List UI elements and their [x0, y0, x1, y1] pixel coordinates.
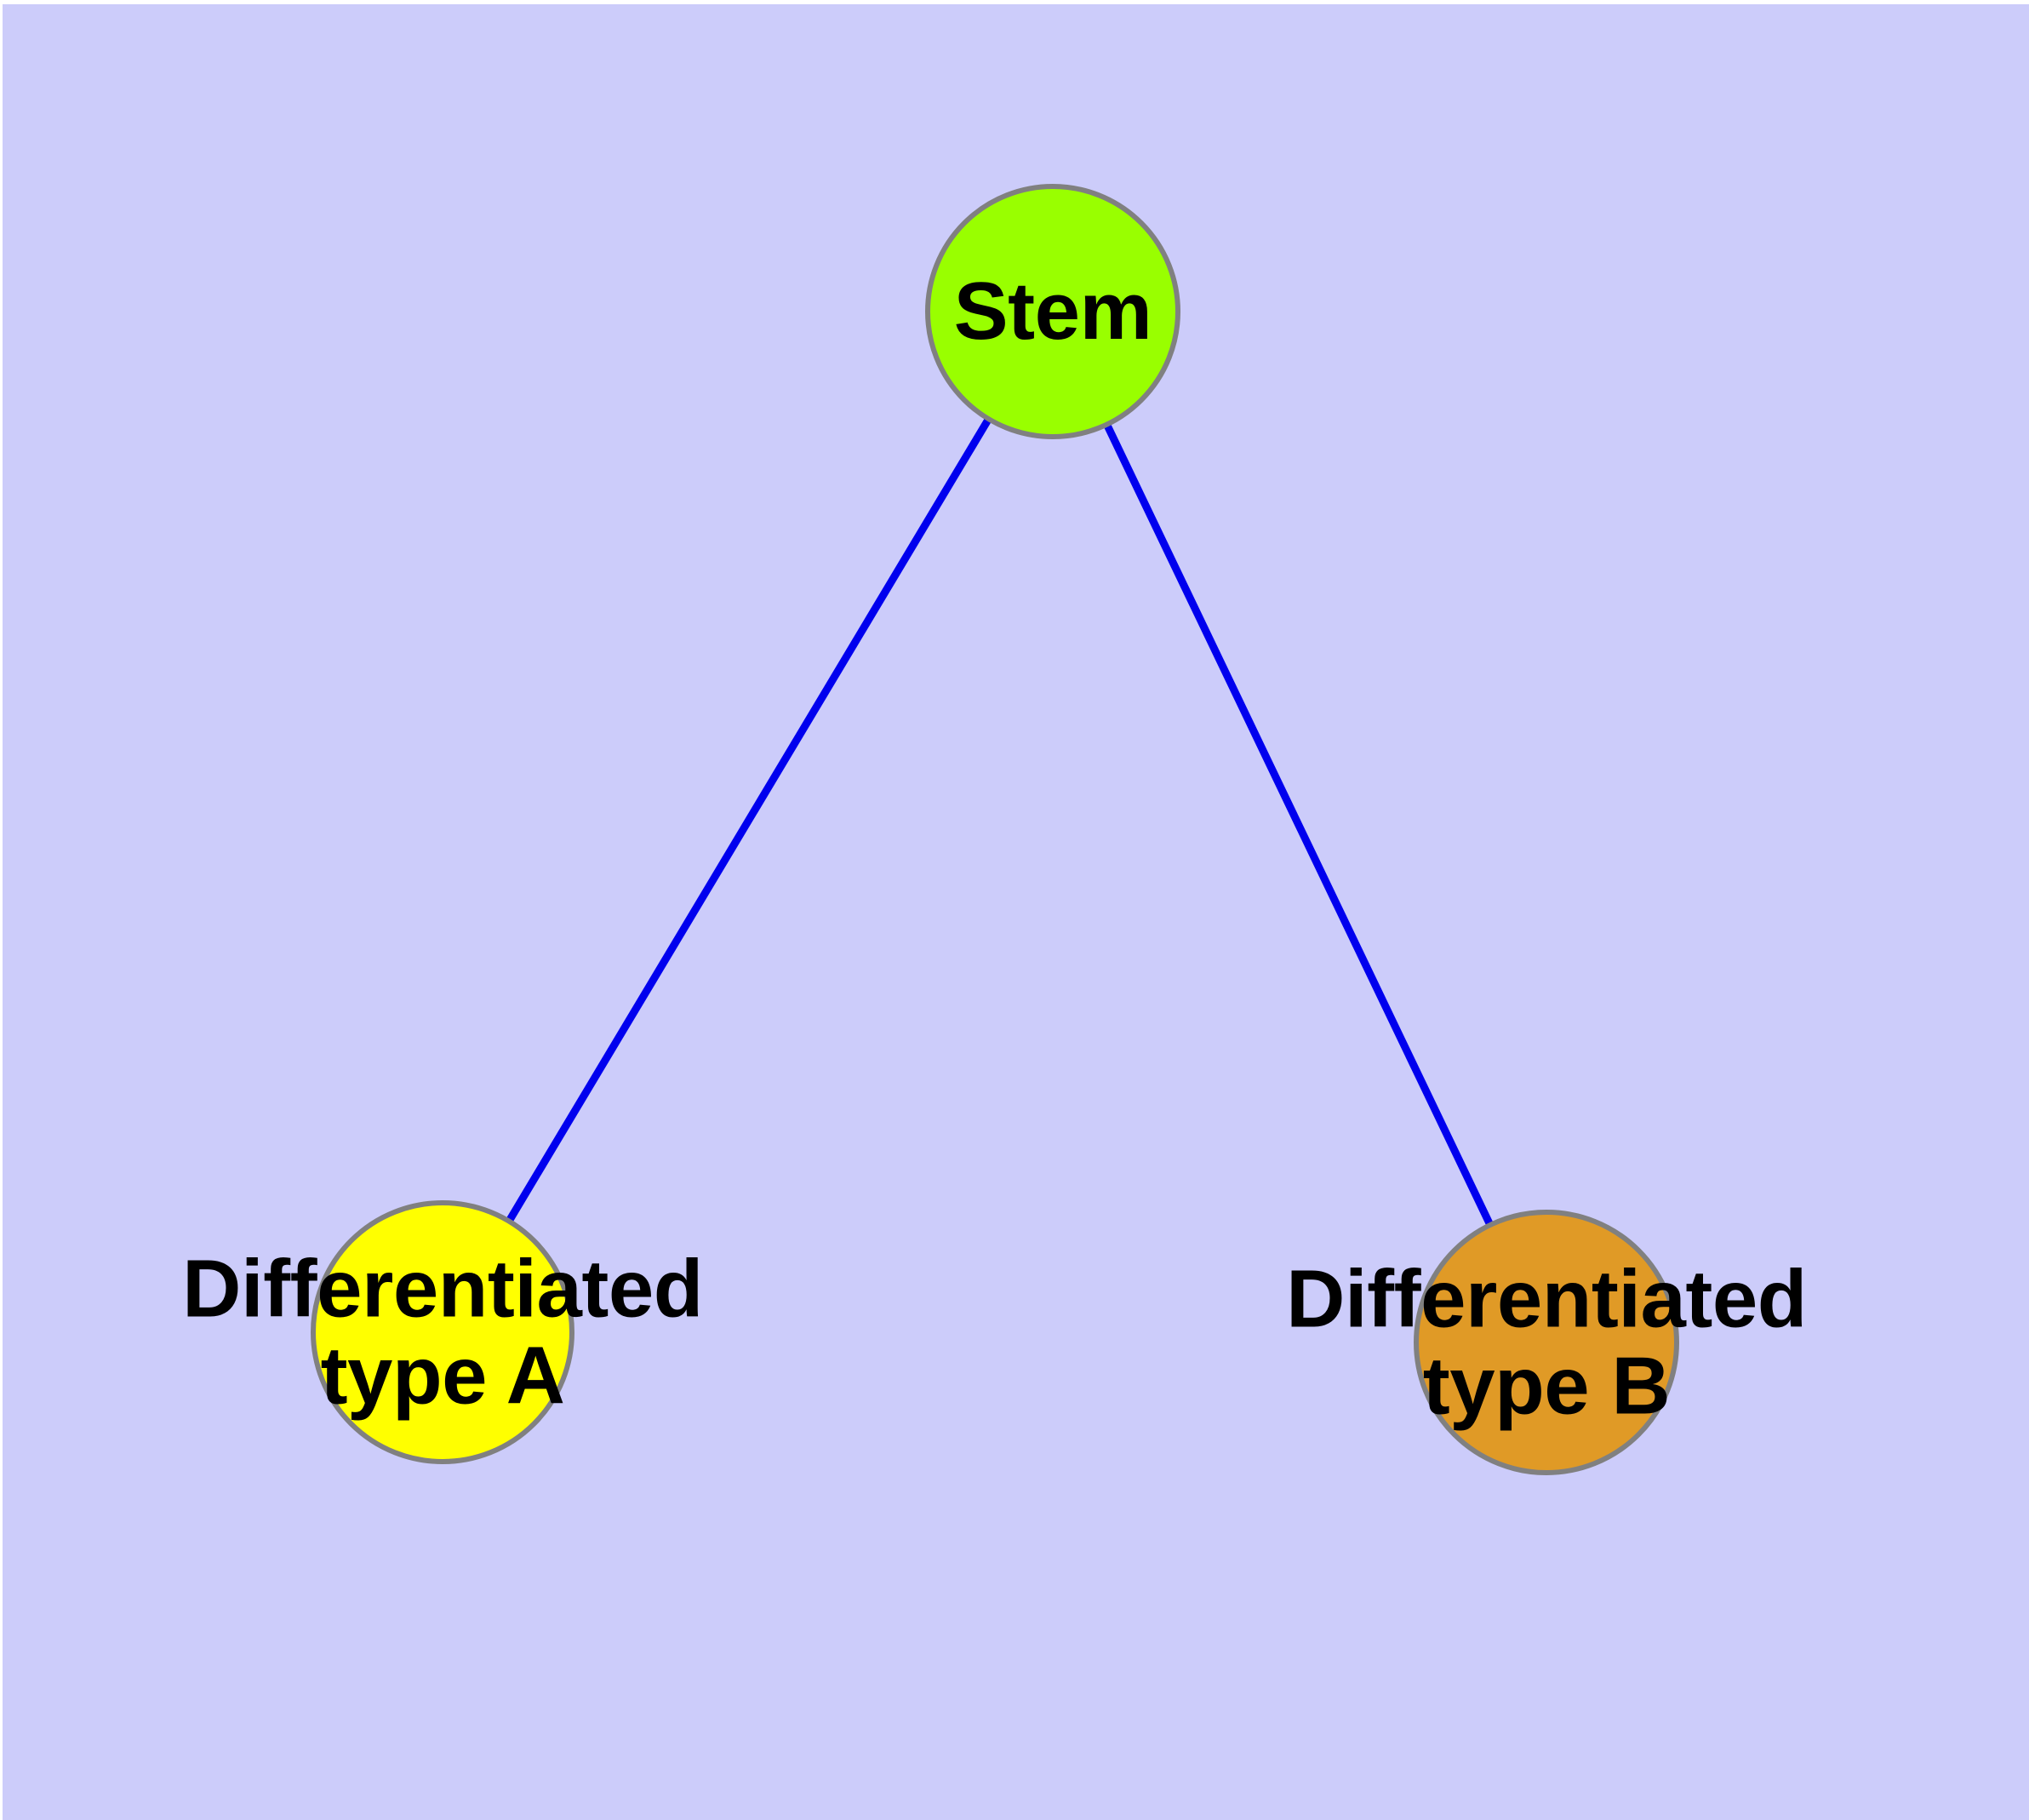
node-differentiated-type-a[interactable] [311, 1200, 574, 1464]
edge-layer [505, 415, 1495, 1228]
graph-svg [311, 184, 1679, 1475]
node-differentiated-type-b[interactable] [1414, 1210, 1679, 1475]
edge-stem-to-differentiated-a [505, 415, 993, 1225]
node-stem[interactable] [925, 184, 1180, 439]
node-layer [311, 184, 1679, 1475]
edge-stem-to-differentiated-b [1102, 421, 1495, 1228]
